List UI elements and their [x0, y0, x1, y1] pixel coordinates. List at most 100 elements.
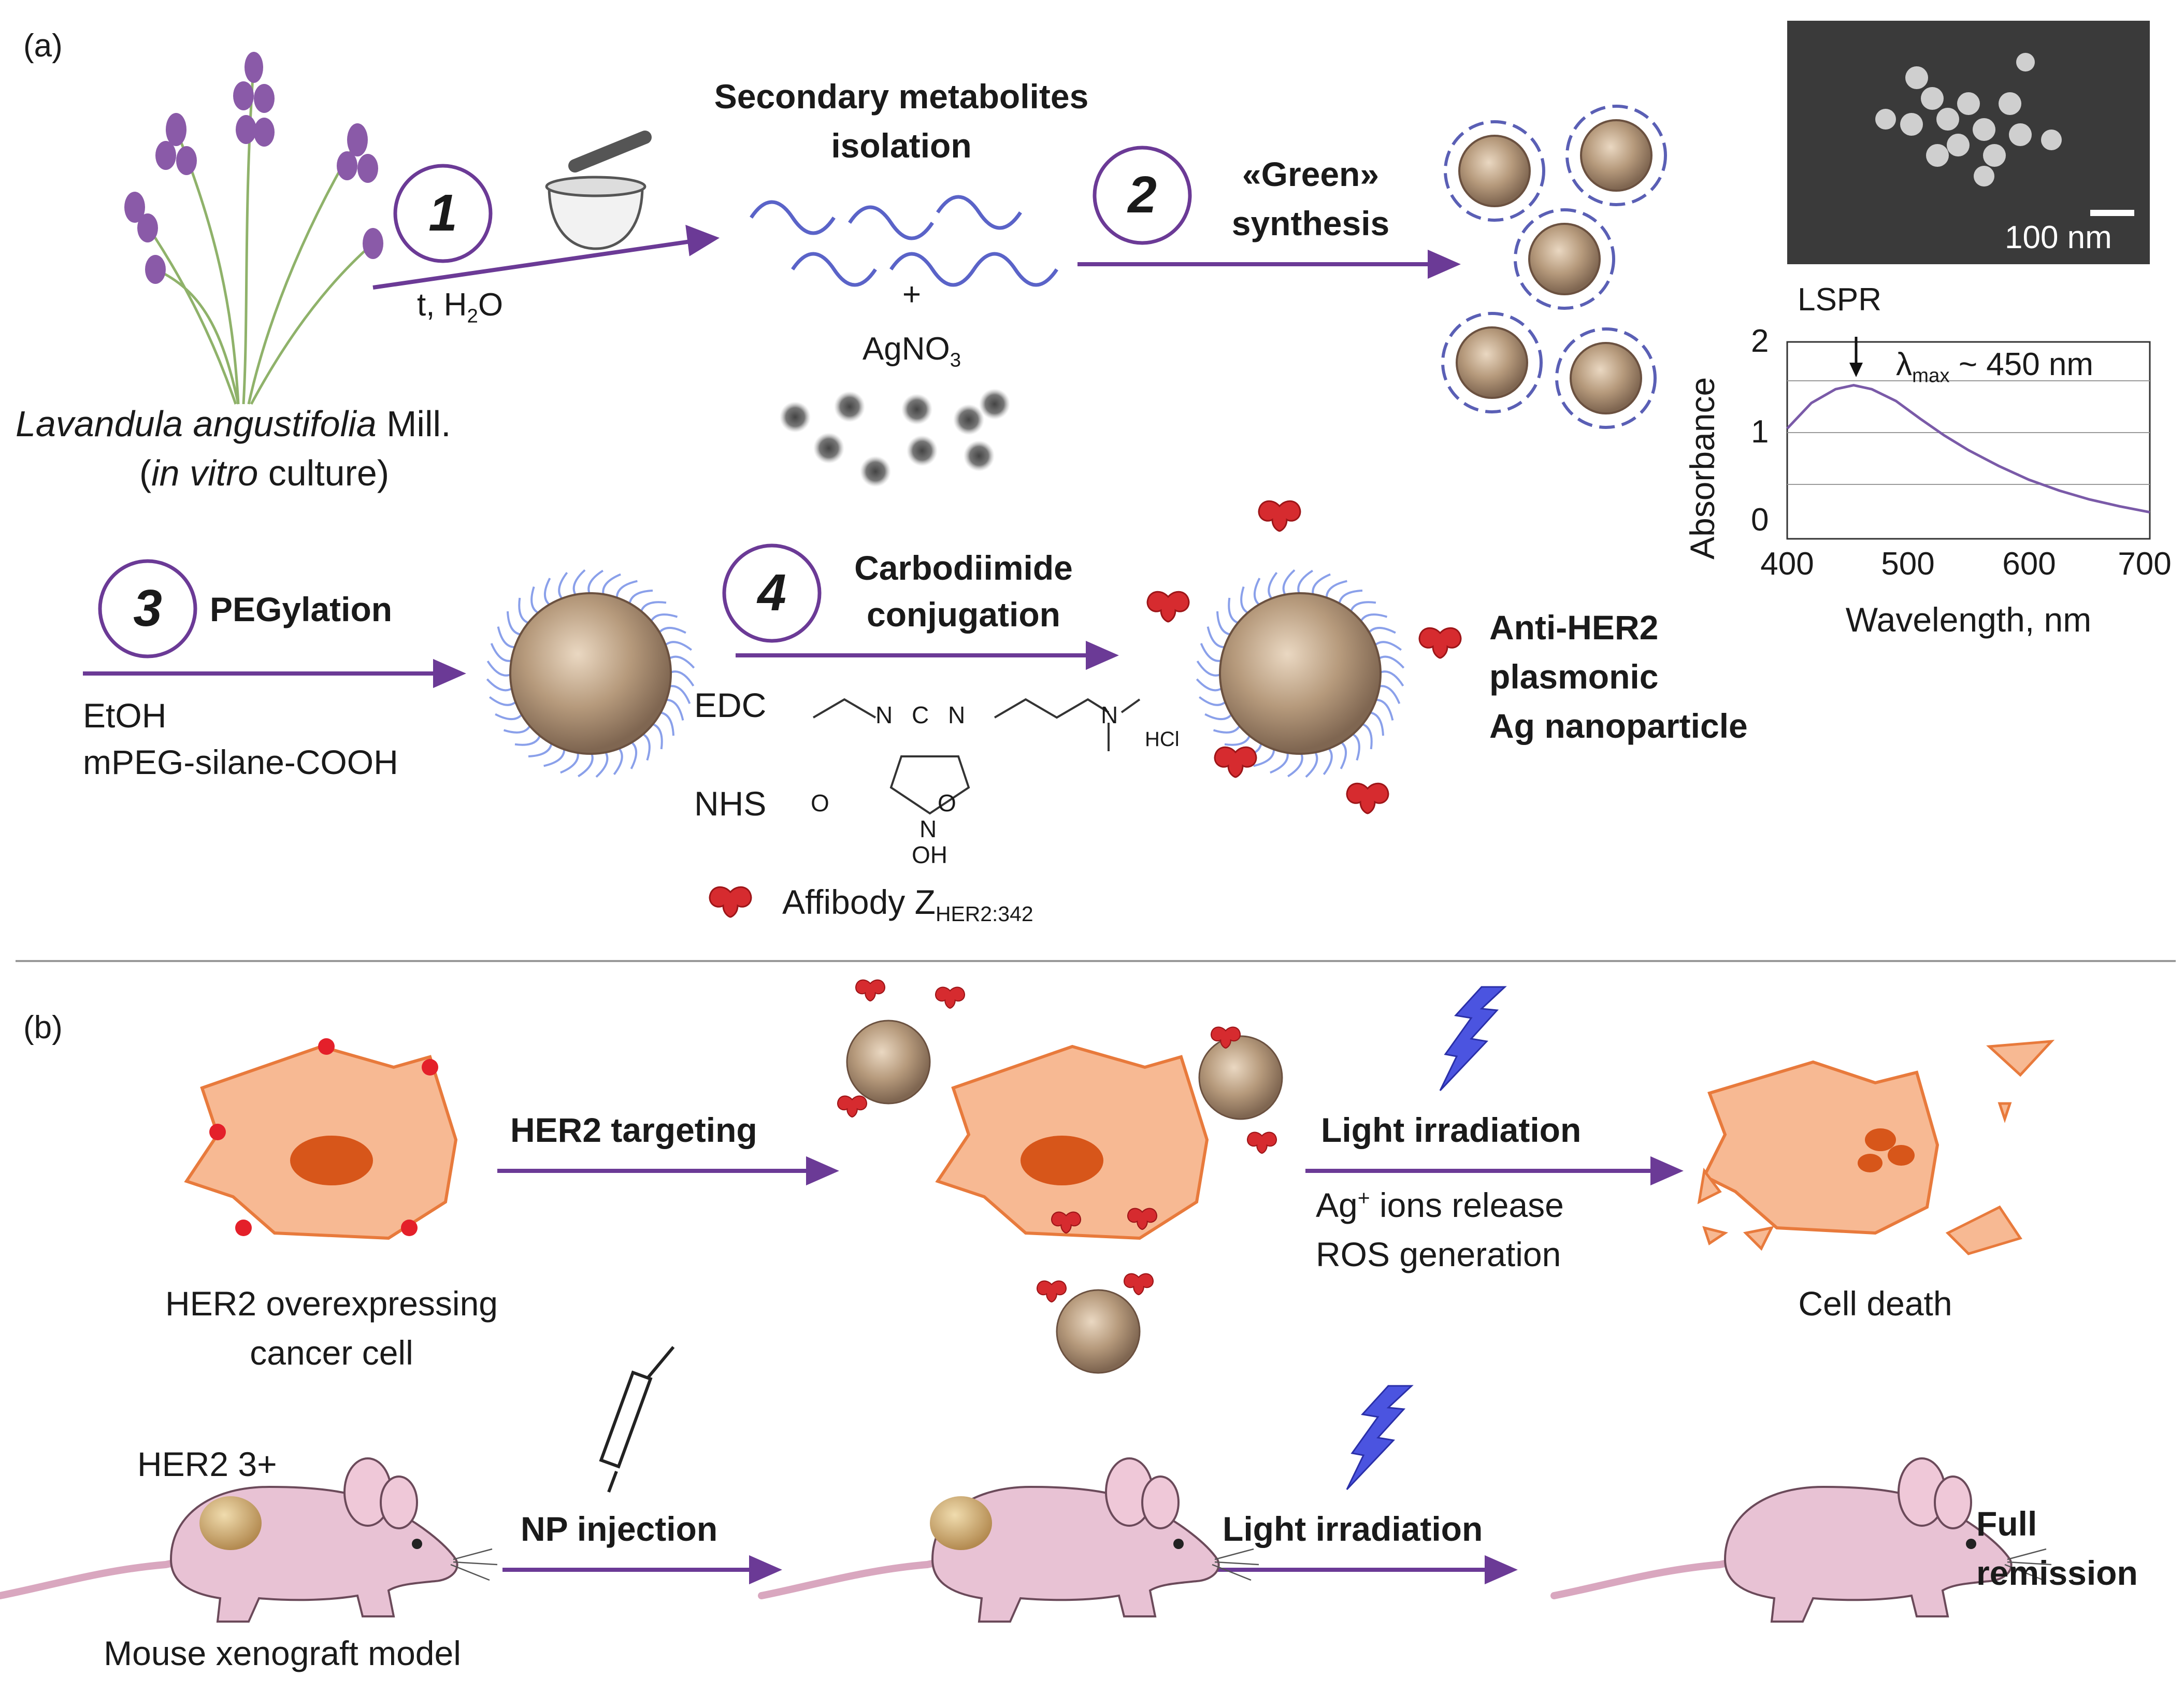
silver-nitrate: AgNO3	[862, 331, 961, 371]
peg-strand	[628, 740, 638, 769]
peg-strand	[1349, 732, 1360, 761]
arrows	[83, 224, 1684, 1585]
lavender-plant-icon	[124, 52, 383, 405]
edc-n2: N	[948, 701, 966, 728]
product-line-1: Anti-HER2	[1489, 608, 1659, 647]
peg-strand	[578, 751, 594, 778]
peg-strand	[1196, 661, 1223, 677]
nhs-o2: O	[938, 790, 956, 816]
cell-label-1: HER2 overexpressing	[165, 1284, 498, 1323]
peg-strand	[1228, 597, 1241, 625]
peg-strand	[543, 746, 566, 767]
peg-strand	[615, 580, 638, 601]
pegylated-nanoparticles	[486, 569, 1405, 778]
mouse-model-label: Mouse xenograft model	[104, 1634, 461, 1672]
y-tick-0: 0	[1751, 502, 1769, 538]
step-1-number: 1	[428, 184, 457, 242]
nhs-label: NHS	[694, 784, 767, 823]
plant-name: Lavandula angustifolia Mill.	[16, 404, 451, 444]
peg-strand	[543, 578, 553, 607]
tumor-2	[930, 1496, 992, 1550]
peg-strand	[1253, 578, 1262, 607]
step-4-title-2: conjugation	[867, 595, 1060, 634]
cancer-cells	[184, 1038, 2055, 1255]
x-tick-700: 700	[2118, 546, 2172, 582]
product-line-3: Ag nanoparticle	[1489, 707, 1748, 745]
remission-label-2: remission	[1976, 1554, 2138, 1592]
absorbance-chart	[1786, 337, 2151, 540]
peg-reagent-label: mPEG-silane-COOH	[83, 743, 398, 781]
peg-strand	[1325, 580, 1347, 601]
x-tick-400: 400	[1760, 546, 1814, 582]
step-3-title: PEGylation	[210, 590, 393, 628]
peg-strand	[1349, 601, 1376, 614]
nhs-oh: OH	[912, 841, 947, 868]
targeting-label: HER2 targeting	[510, 1111, 757, 1149]
edc-label: EDC	[694, 686, 767, 724]
ros-label: ROS generation	[1316, 1235, 1561, 1273]
peg-strand	[518, 597, 531, 625]
y-axis-label: Absorbance	[1683, 377, 1721, 560]
cell-label-2: cancer cell	[250, 1334, 413, 1372]
edc-n1: N	[875, 701, 893, 728]
coated-nanoparticles	[1441, 105, 1667, 429]
plant-culture: (in vitro culture)	[139, 453, 390, 493]
edc-c: C	[912, 701, 929, 728]
product-line-2: plasmonic	[1489, 657, 1659, 696]
chart-annotation-lambda: λmax ~ 450 nm	[1896, 347, 2094, 387]
chemical-structures	[812, 698, 1141, 815]
y-tick-2: 2	[1751, 323, 1769, 359]
peg-strand	[486, 661, 513, 677]
mouse-icon-2	[761, 1458, 1259, 1622]
peg-strand	[1240, 586, 1251, 615]
y-tick-1: 1	[1751, 414, 1769, 450]
step-1-condition: t, H2O	[417, 287, 504, 327]
lightning-icon	[1439, 986, 1506, 1092]
peg-strand	[495, 711, 524, 721]
irradiation-label-2: Light irradiation	[1223, 1510, 1483, 1548]
step-2-title-1: «Green»	[1242, 155, 1380, 193]
peg-strand	[1359, 722, 1373, 750]
isolation-title-1: Secondary metabolites	[714, 77, 1089, 116]
lightning-icon-2	[1346, 1385, 1413, 1491]
peg-strand	[668, 670, 695, 686]
solvent-label: EtOH	[83, 696, 167, 735]
peg-strand	[1204, 711, 1234, 721]
step-2-number: 2	[1128, 166, 1157, 224]
peg-strand	[639, 601, 667, 614]
silver-ions	[780, 389, 1010, 487]
plus-sign: +	[902, 277, 922, 312]
sem-scale-label: 100 nm	[2005, 220, 2112, 255]
step-4-title-1: Carbodiimide	[854, 549, 1073, 587]
step-4-number: 4	[757, 564, 786, 622]
x-tick-500: 500	[1881, 546, 1935, 582]
peg-strand	[640, 732, 651, 761]
mortar-pestle-icon	[545, 131, 652, 250]
peg-strand	[650, 722, 663, 750]
syringe-icon	[599, 1346, 675, 1493]
peg-strand	[1213, 723, 1242, 734]
affibody-label: Affibody ZHER2:342	[782, 883, 1033, 926]
peg-strand	[587, 569, 604, 596]
peg-strand	[657, 626, 686, 636]
injection-label: NP injection	[521, 1510, 718, 1548]
panel-a-label: (a)	[23, 28, 63, 64]
peg-strand	[1224, 733, 1252, 746]
step-circles	[98, 146, 1192, 658]
peg-strand	[1377, 670, 1404, 686]
x-axis-label: Wavelength, nm	[1845, 600, 2092, 639]
peg-strand	[497, 626, 518, 649]
nhs-o1: O	[811, 790, 829, 816]
targeted-nanoparticles	[837, 979, 1283, 1374]
peg-strand	[514, 733, 542, 746]
peg-strand	[663, 698, 684, 721]
peg-strand	[503, 723, 532, 734]
peg-strand	[1297, 569, 1313, 596]
peg-strand	[1367, 626, 1396, 636]
irradiation-label: Light irradiation	[1321, 1111, 1582, 1149]
nhs-n: N	[919, 815, 937, 842]
peg-strand	[1359, 613, 1388, 624]
remission-label-1: Full	[1976, 1504, 2037, 1543]
